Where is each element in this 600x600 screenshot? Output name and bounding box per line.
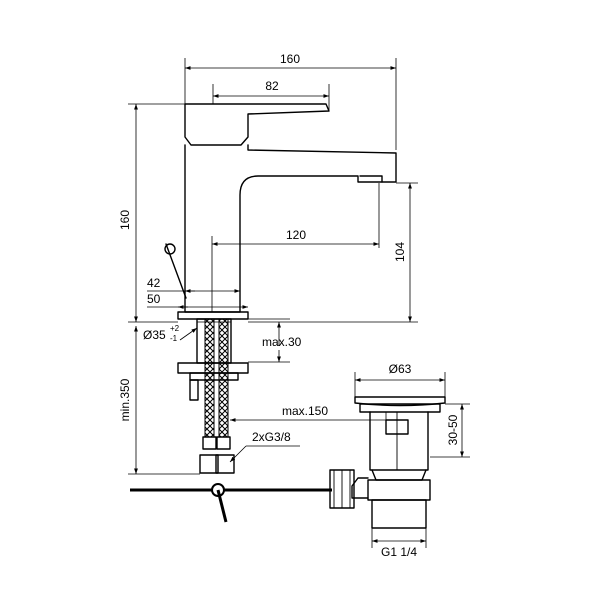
waste-taper <box>371 469 427 481</box>
waste-body <box>369 411 429 471</box>
hose-fitting-left <box>202 436 217 450</box>
label-hole-tol-upper: +2 <box>170 324 180 333</box>
label-waste-diameter: Ø63 <box>389 362 412 376</box>
lever-handle <box>184 103 330 146</box>
label-42: 42 <box>147 276 161 290</box>
label-waste-range: 30-50 <box>446 414 460 445</box>
label-waste-thread: G1 1/4 <box>381 545 417 559</box>
under-counter-assembly <box>130 318 332 523</box>
label-50: 50 <box>147 292 161 306</box>
label-max150: max.150 <box>282 404 328 418</box>
dimension-labels: 160 82 160 120 104 42 50 Ø35 +2 -1 max.3… <box>118 52 460 559</box>
hose-left <box>204 318 215 438</box>
label-connections: 2xG3/8 <box>252 430 291 444</box>
waste-ring <box>367 479 431 501</box>
waste-flange <box>359 403 441 413</box>
waste-tail <box>371 499 427 529</box>
dimension-lines <box>128 58 470 548</box>
dim-connection-leader <box>229 445 247 463</box>
aerator <box>359 175 383 183</box>
dim-hole-leader <box>179 327 198 341</box>
label-104: 104 <box>393 242 407 262</box>
label-120: 120 <box>286 228 306 242</box>
waste-assembly <box>329 396 446 529</box>
linkage-lever <box>216 489 228 523</box>
hose-right <box>218 318 229 438</box>
label-160-horizontal: 160 <box>280 52 300 66</box>
label-160-vertical: 160 <box>118 210 132 230</box>
base-plate <box>177 311 249 320</box>
label-max30: max.30 <box>262 335 302 349</box>
hose-fitting-right <box>216 436 231 450</box>
hose-nut-left <box>199 454 219 474</box>
hose-nut-right <box>215 454 235 474</box>
label-min350: min.350 <box>118 378 132 421</box>
fixing-clip <box>189 379 199 401</box>
popup-knob <box>164 243 176 255</box>
label-hole-diameter: Ø35 <box>143 328 166 342</box>
waste-side-port <box>351 477 369 499</box>
label-82: 82 <box>265 79 279 93</box>
mixer-tap <box>164 103 397 320</box>
popup-rod <box>165 243 187 299</box>
label-hole-tol-lower: -1 <box>170 334 178 343</box>
waste-cap <box>354 396 446 407</box>
tap-body <box>184 144 397 313</box>
